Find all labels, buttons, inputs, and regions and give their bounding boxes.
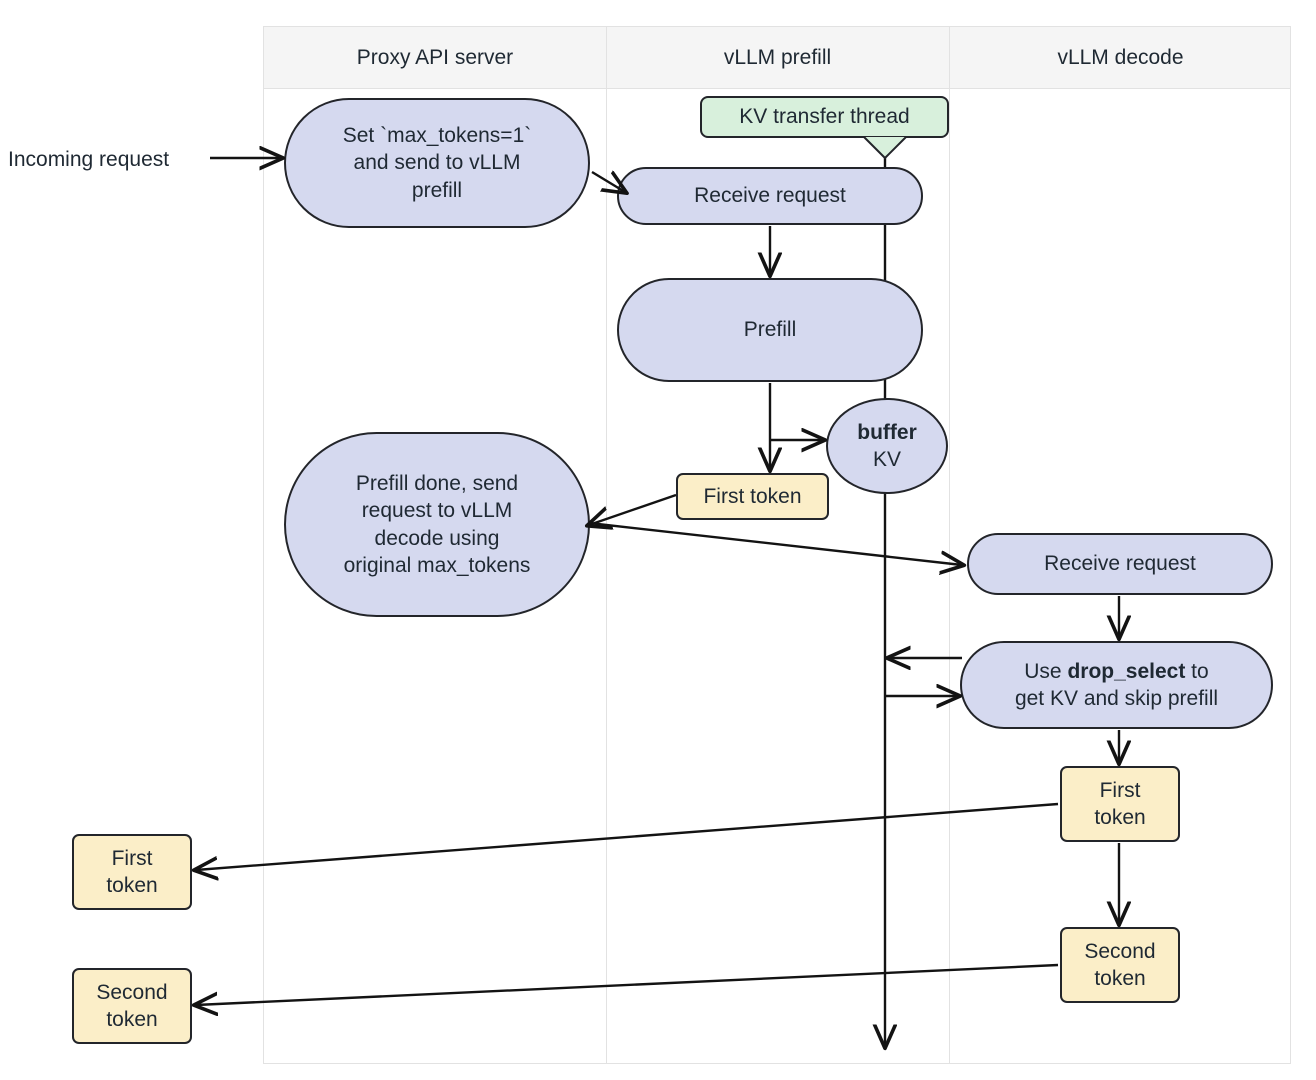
- line-2: get KV and skip prefill: [1014, 687, 1219, 710]
- lane-label-proxy: Proxy API server: [356, 46, 514, 69]
- lane-label-prefill: vLLM prefill: [723, 46, 832, 69]
- lane-header-prefill: vLLM prefill: [606, 27, 949, 89]
- node-set-max-tokens-text: Set `max_tokens=1` and send to vLLM pref…: [343, 122, 532, 204]
- node-prefill-receive-request-text: Receive request: [694, 184, 846, 208]
- node-prefill-text: Prefill: [743, 318, 797, 342]
- node-prefill-done-text: Prefill done, send request to vLLM decod…: [344, 470, 531, 579]
- node-kv-transfer-thread-text: KV transfer thread: [739, 105, 910, 129]
- line-3: prefill: [411, 178, 463, 202]
- line-1: Set `max_tokens=1`: [342, 124, 532, 148]
- line-1: Prefill done, send: [355, 471, 519, 495]
- node-decode-second-token[interactable]: Second token: [1060, 927, 1180, 1003]
- node-buffer-kv-subtitle: KV: [872, 448, 901, 471]
- drop-select-post: to: [1185, 659, 1209, 683]
- node-decode-first-token[interactable]: First token: [1060, 766, 1180, 842]
- node-kv-transfer-thread[interactable]: KV transfer thread: [700, 96, 949, 138]
- node-decode-receive-request-text: Receive request: [1044, 552, 1196, 576]
- node-prefill-first-token[interactable]: First token: [676, 473, 829, 520]
- node-buffer-kv[interactable]: buffer KV: [826, 398, 948, 494]
- line-2: token: [1094, 967, 1146, 990]
- lane-divider-2: [949, 27, 950, 1063]
- lane-header-decode: vLLM decode: [949, 27, 1292, 89]
- node-output-first-token[interactable]: First token: [72, 834, 192, 910]
- lane-divider-1: [606, 27, 607, 1063]
- drop-select-pre: Use: [1024, 659, 1068, 683]
- node-set-max-tokens[interactable]: Set `max_tokens=1` and send to vLLM pref…: [284, 98, 590, 228]
- node-drop-select-text: Use drop_select to get KV and skip prefi…: [1015, 658, 1218, 713]
- node-prefill-first-token-text: First token: [703, 484, 802, 508]
- node-output-second-token[interactable]: Second token: [72, 968, 192, 1044]
- swimlane-header-row: [264, 27, 1290, 89]
- line-2: token: [1094, 806, 1146, 829]
- line-2: token: [106, 874, 158, 897]
- node-drop-select[interactable]: Use drop_select to get KV and skip prefi…: [960, 641, 1273, 729]
- node-prefill[interactable]: Prefill: [617, 278, 923, 382]
- line-1: First: [1099, 778, 1141, 802]
- line-1: Second: [96, 980, 168, 1004]
- node-prefill-done[interactable]: Prefill done, send request to vLLM decod…: [284, 432, 590, 617]
- line-2: and send to vLLM: [353, 151, 521, 175]
- line-2: request to vLLM: [361, 499, 513, 523]
- lane-label-decode: vLLM decode: [1057, 46, 1184, 69]
- lane-header-proxy: Proxy API server: [264, 27, 606, 89]
- line-2: token: [106, 1008, 158, 1031]
- node-decode-receive-request[interactable]: Receive request: [967, 533, 1273, 595]
- incoming-request-label: Incoming request: [8, 148, 170, 171]
- line-3: decode using: [374, 526, 500, 550]
- line-1: Use drop_select to: [1015, 658, 1218, 685]
- line-1: Second: [1084, 939, 1156, 963]
- drop-select-keyword: drop_select: [1067, 659, 1186, 683]
- line-1: First: [111, 846, 153, 870]
- node-buffer-kv-title: buffer: [857, 420, 917, 444]
- node-prefill-receive-request[interactable]: Receive request: [617, 167, 923, 225]
- line-4: original max_tokens: [343, 553, 531, 577]
